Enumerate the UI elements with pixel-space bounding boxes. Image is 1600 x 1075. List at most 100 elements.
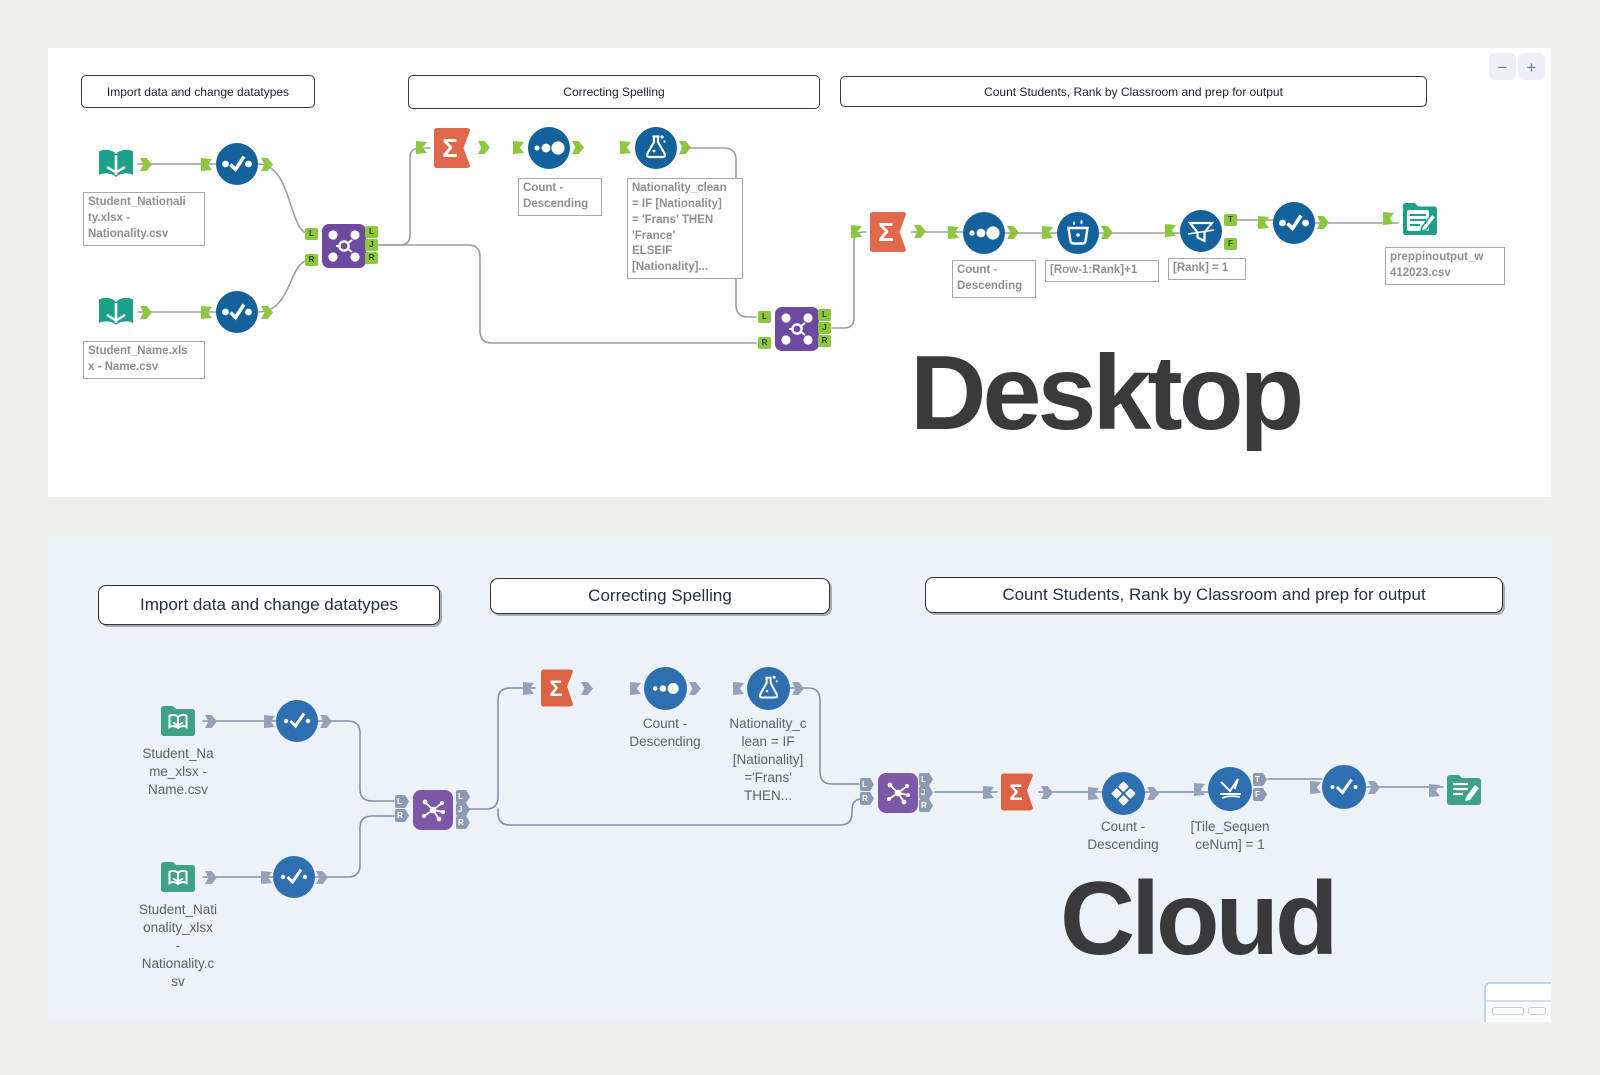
sort-tool-1[interactable] [644,667,687,710]
anchor-true-output[interactable]: T [1224,214,1237,226]
output-anchor[interactable] [261,158,273,171]
output-anchor[interactable] [1317,216,1329,229]
anchor-join-output[interactable]: J [818,322,831,334]
minimap-panel[interactable] [1484,982,1551,1022]
input-anchor[interactable] [733,682,744,695]
input-anchor[interactable] [1310,781,1321,794]
input-anchor[interactable] [513,141,524,154]
summarize-tool-2[interactable]: Σ [866,210,912,254]
output-anchor[interactable] [572,141,584,154]
select-tool-2[interactable] [273,856,315,898]
output-anchor[interactable] [320,715,332,728]
select-tool-3[interactable] [1273,202,1315,244]
filter-tool[interactable] [1180,210,1222,252]
summarize-tool-1[interactable]: Σ [430,126,476,170]
join-tool-2[interactable] [774,306,820,352]
input-anchor[interactable] [1429,784,1440,797]
output-data-tool[interactable] [1398,197,1442,241]
filter-tool[interactable] [1208,767,1252,811]
tool-container-import[interactable]: Import data and change datatypes [81,75,315,108]
join-tool-1[interactable] [412,789,454,831]
anchor-right-input[interactable]: R [395,809,409,822]
output-anchor[interactable] [478,141,490,154]
anchor-left-output[interactable]: L [919,773,933,786]
output-anchor[interactable] [1007,226,1019,239]
zoom-in-button[interactable]: + [1518,53,1545,80]
anchor-true-output[interactable]: T [1253,773,1267,786]
input-anchor[interactable] [264,715,275,728]
input-anchor[interactable] [1165,224,1176,237]
anchor-right-output[interactable]: R [365,252,378,264]
output-data-tool[interactable] [1443,769,1485,811]
output-anchor[interactable] [1101,226,1113,239]
anchor-join-output[interactable]: J [365,239,378,251]
tile-tool[interactable] [1102,772,1145,815]
tool-container-count[interactable]: Count Students, Rank by Classroom and pr… [840,76,1427,107]
output-anchor[interactable] [1041,786,1053,799]
output-anchor[interactable] [140,306,152,319]
tool-container-spelling[interactable]: Correcting Spelling [408,75,820,109]
output-anchor[interactable] [316,871,328,884]
input-anchor[interactable] [620,141,631,154]
output-anchor[interactable] [140,158,152,171]
sort-tool-2[interactable] [963,212,1005,254]
anchor-right-input[interactable]: R [860,792,874,805]
zoom-out-button[interactable]: − [1489,53,1516,80]
desktop-workflow-canvas[interactable]: − + Import data and change datatypes Cor… [48,48,1551,497]
formula-tool[interactable] [747,667,790,710]
input-anchor[interactable] [523,682,534,695]
join-tool-1[interactable] [321,223,367,269]
output-anchor[interactable] [1147,787,1159,800]
select-tool-3[interactable] [1322,765,1366,809]
anchor-left-output[interactable]: L [456,790,470,803]
input-anchor[interactable] [630,682,641,695]
anchor-right-output[interactable]: R [919,799,933,812]
input-anchor[interactable] [1042,226,1053,239]
select-tool-1[interactable] [276,700,318,742]
anchor-left-input[interactable]: L [860,778,874,791]
anchor-right-output[interactable]: R [818,335,831,347]
output-anchor[interactable] [689,682,701,695]
output-anchor[interactable] [1368,781,1380,794]
anchor-left-input[interactable]: L [758,311,771,323]
anchor-left-output[interactable]: L [818,309,831,321]
input-anchor[interactable] [851,225,862,238]
input-anchor[interactable] [1194,783,1205,796]
anchor-false-output[interactable]: F [1224,238,1237,250]
anchor-join-output[interactable]: J [919,786,933,799]
output-anchor[interactable] [792,682,804,695]
sort-tool-1[interactable] [528,127,570,169]
output-anchor[interactable] [205,715,217,728]
input-anchor[interactable] [201,158,212,171]
input-anchor[interactable] [416,141,427,154]
input-data-tool-name[interactable] [157,700,199,742]
input-anchor[interactable] [1258,216,1269,229]
input-anchor[interactable] [1383,212,1394,225]
input-data-tool-name[interactable] [95,291,137,333]
anchor-right-input[interactable]: R [758,337,771,349]
input-data-tool-nationality[interactable] [157,856,199,898]
tool-container-count[interactable]: Count Students, Rank by Classroom and pr… [925,577,1503,613]
output-anchor[interactable] [581,682,593,695]
formula-tool[interactable] [635,127,677,169]
input-data-tool-nationality[interactable] [95,143,137,185]
input-anchor[interactable] [261,871,272,884]
select-tool-2[interactable] [216,291,258,333]
join-tool-2[interactable] [877,772,919,814]
minimap-pill[interactable] [1492,1007,1524,1015]
anchor-right-output[interactable]: R [456,816,470,829]
anchor-false-output[interactable]: F [1253,788,1267,801]
cloud-workflow-canvas[interactable]: Import data and change datatypes Correct… [48,537,1551,1022]
output-anchor[interactable] [205,871,217,884]
anchor-left-output[interactable]: L [365,226,378,238]
anchor-right-input[interactable]: R [305,254,318,266]
output-anchor[interactable] [261,306,273,319]
summarize-tool-1[interactable]: Σ [537,668,579,708]
summarize-tool-2[interactable]: Σ [997,772,1039,812]
multi-row-formula-tool[interactable] [1057,212,1099,254]
output-anchor[interactable] [679,141,691,154]
anchor-left-input[interactable]: L [395,795,409,808]
input-anchor[interactable] [201,306,212,319]
input-anchor[interactable] [983,786,994,799]
tool-container-spelling[interactable]: Correcting Spelling [490,578,830,614]
